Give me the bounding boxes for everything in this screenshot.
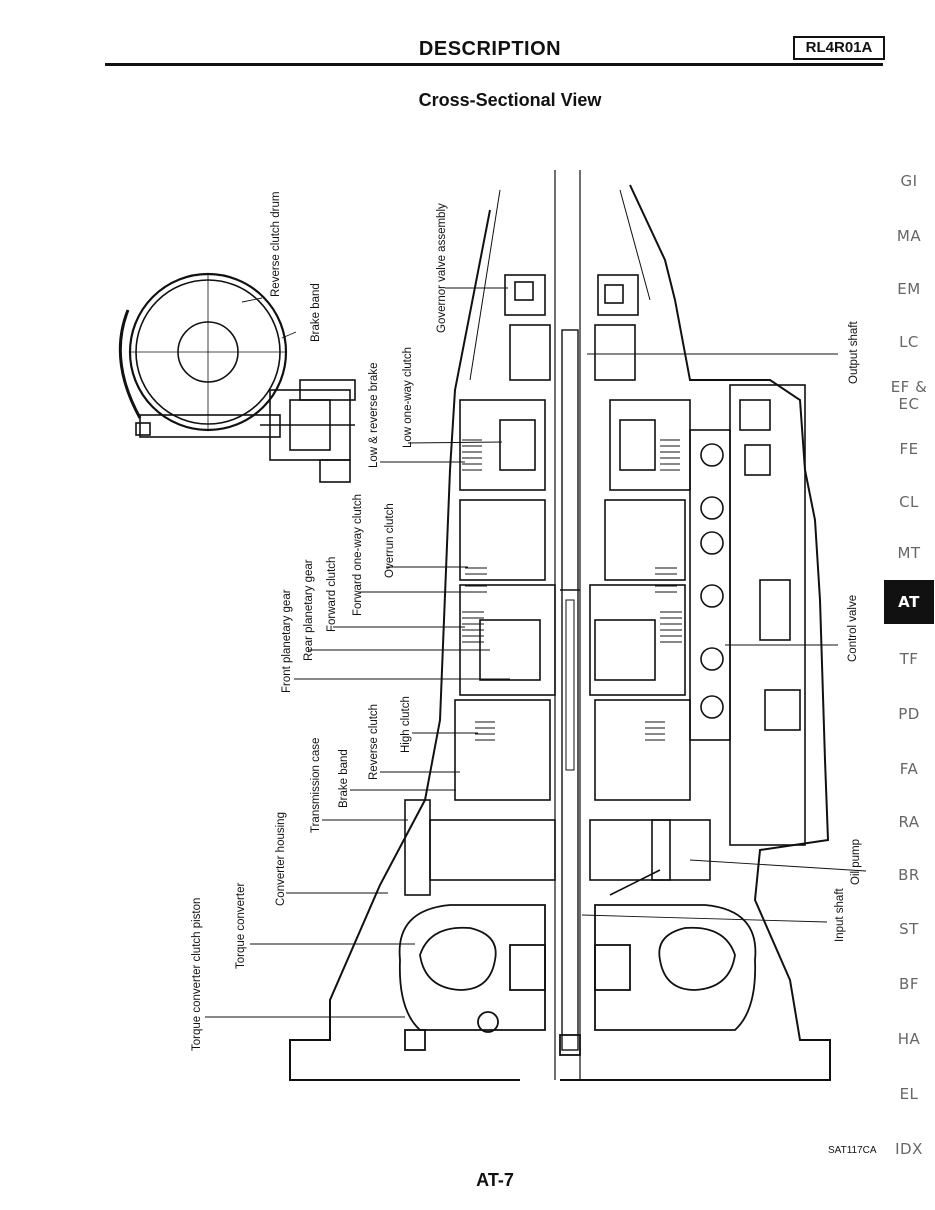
section-subtitle: Cross-Sectional View (418, 90, 602, 110)
side-index-mt[interactable]: MT (897, 544, 921, 562)
page-title: DESCRIPTION (418, 38, 562, 60)
side-index-em[interactable]: EM (897, 280, 921, 298)
side-index-ec[interactable]: EC (898, 395, 920, 413)
side-index-ha[interactable]: HA (897, 1030, 921, 1048)
label-reverse-clutch-drum: Reverse clutch drum (270, 191, 282, 297)
clutch-packs (454, 399, 691, 801)
brake-band-inset (118, 272, 356, 483)
label-transmission-case: Transmission case (310, 737, 322, 833)
label-torque-converter: Torque converter (235, 882, 247, 969)
side-index-tf[interactable]: TF (899, 650, 919, 668)
label-converter-housing: Converter housing (275, 812, 287, 906)
label-low-reverse-brake: Low & reverse brake (368, 362, 380, 468)
side-index-ef[interactable]: EF & (890, 378, 928, 396)
side-index-ra[interactable]: RA (898, 813, 920, 831)
label-brake-band-bottom: Brake band (338, 749, 350, 808)
label-governor-valve-assembly: Governor valve assembly (436, 203, 448, 333)
page-number: AT-7 (476, 1170, 514, 1190)
governor-valve (504, 274, 639, 381)
label-input-shaft: Input shaft (834, 888, 846, 942)
label-reverse-clutch: Reverse clutch (368, 703, 380, 780)
side-index-ma[interactable]: MA (896, 227, 922, 245)
label-front-planetary-gear: Front planetary gear (281, 589, 293, 693)
side-index-at[interactable]: AT (884, 580, 934, 624)
side-index-bf[interactable]: BF (899, 975, 919, 993)
label-torque-converter-clutch-piston: Torque converter clutch piston (191, 897, 203, 1051)
oil-pump (404, 799, 711, 896)
label-high-clutch: High clutch (400, 696, 412, 753)
model-code-badge: RL4R01A (793, 36, 885, 60)
figure-code: SAT117CA (828, 1145, 877, 1156)
label-brake-band-top: Brake band (310, 283, 322, 342)
label-rear-planetary-gear: Rear planetary gear (303, 559, 315, 661)
label-control-valve: Control valve (847, 594, 859, 662)
label-forward-one-way-clutch: Forward one-way clutch (352, 493, 364, 616)
label-overrun-clutch: Overrun clutch (384, 503, 396, 578)
side-index-gi[interactable]: GI (900, 172, 918, 190)
side-index-st[interactable]: ST (899, 920, 919, 938)
side-index-el[interactable]: EL (899, 1085, 919, 1103)
header-rule (105, 63, 883, 66)
shafts (560, 329, 580, 1051)
transmission-outline (289, 170, 831, 1081)
side-index-fa[interactable]: FA (899, 760, 919, 778)
clutch-plates (462, 439, 682, 741)
side-index-br[interactable]: BR (898, 866, 920, 884)
label-oil-pump: Oil pump (850, 838, 862, 885)
torque-converter (398, 904, 757, 1056)
label-forward-clutch: Forward clutch (326, 556, 338, 632)
leader-lines (205, 287, 867, 1018)
side-index-cl[interactable]: CL (899, 493, 919, 511)
control-valve-body (689, 384, 806, 846)
label-low-one-way-clutch: Low one-way clutch (402, 347, 414, 448)
side-index-idx[interactable]: IDX (895, 1140, 923, 1158)
label-output-shaft: Output shaft (848, 321, 860, 384)
side-index-lc[interactable]: LC (899, 333, 919, 351)
side-index-fe[interactable]: FE (899, 440, 919, 458)
side-index-pd[interactable]: PD (898, 705, 920, 723)
